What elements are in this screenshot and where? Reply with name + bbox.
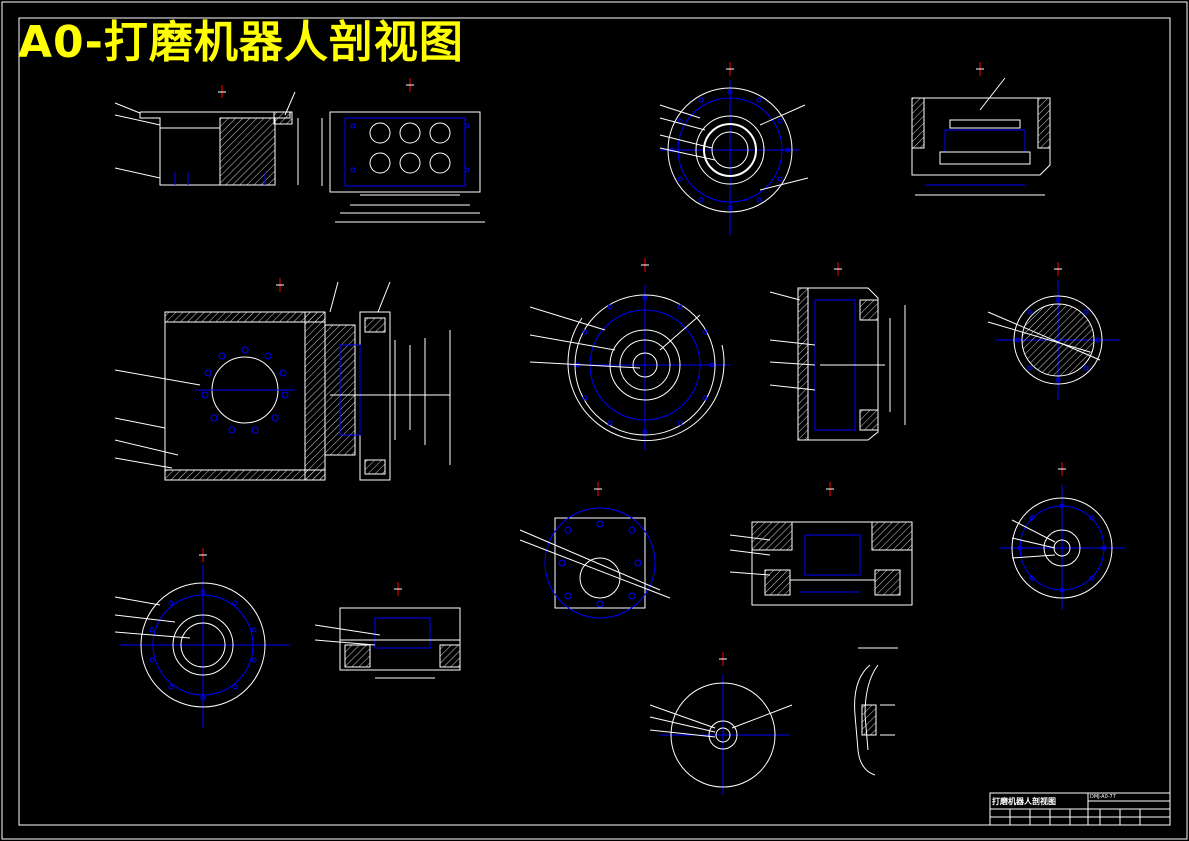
view-plate-six-holes — [321, 78, 485, 223]
view-housing-section-middle — [769, 262, 906, 441]
view-hatched-disk — [987, 262, 1120, 400]
view-flange-section — [114, 85, 299, 186]
view-gearbox-section — [114, 278, 451, 481]
view-housing-section-lower — [729, 482, 913, 606]
title-block-drawing-code: DMJ-A0-77 — [1090, 794, 1116, 800]
view-base-flange-plan — [114, 548, 290, 728]
view-small-disk — [1000, 462, 1125, 610]
view-grinding-disk — [649, 652, 793, 795]
view-clamp-detail — [854, 647, 898, 776]
view-turntable-plan — [529, 258, 730, 450]
drawing-border — [18, 17, 1171, 826]
view-joint-section — [314, 582, 461, 679]
title-block — [989, 792, 1171, 826]
view-square-plate — [519, 482, 671, 619]
sheet-title: A0-打磨机器人剖视图 — [18, 17, 464, 68]
view-flange-plan — [659, 62, 809, 235]
view-housing-section-upper — [911, 62, 1051, 196]
title-block-drawing-name: 打磨机器人剖视图 — [992, 797, 1056, 806]
